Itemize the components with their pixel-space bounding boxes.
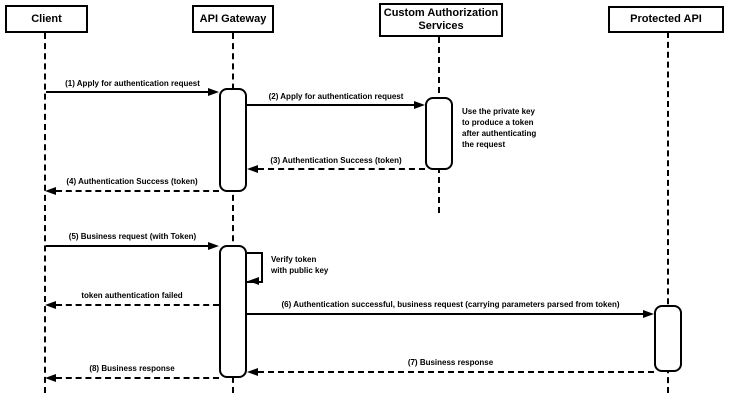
activation-api-gateway-business [219,245,247,378]
message-label: (1) Apply for authentication request [65,79,200,88]
participant-label: Protected API [630,13,702,25]
message-line [56,377,219,379]
lifeline-protected-api [667,32,669,393]
arrowhead-left-icon [247,165,258,173]
activation-api-gateway-auth [219,88,247,192]
message-label: (7) Business response [407,358,494,367]
arrowhead-left-icon [248,277,259,285]
message-label: (2) Apply for authentication request [268,92,404,101]
arrowhead-right-icon [643,310,654,318]
self-message-label: Verify token with public key [271,255,329,275]
participant-custom-authorization-services: Custom Authorization Services [379,3,503,37]
message-label: (6) Authentication successful, business … [281,300,620,309]
message-line [258,168,425,170]
participant-label: API Gateway [199,12,267,25]
message-line [56,190,219,192]
message-label: (3) Authentication Success (token) [270,156,402,165]
message-line [46,245,210,247]
message-label: (8) Business response [89,364,175,373]
arrowhead-right-icon [414,101,425,109]
arrowhead-left-icon [45,374,56,382]
arrowhead-left-icon [45,301,56,309]
message-line [247,104,415,106]
message-label: token authentication failed [81,291,183,300]
message-line [258,371,654,373]
arrowhead-right-icon [208,242,219,250]
message-label: (4) Authentication Success (token) [66,177,198,186]
participant-label: Client [31,12,62,25]
participant-label: Custom Authorization Services [383,7,499,32]
message-line [247,313,643,315]
arrowhead-right-icon [208,88,219,96]
arrowhead-left-icon [45,187,56,195]
participant-client: Client [5,5,88,33]
lifeline-client [44,33,46,393]
participant-api-gateway: API Gateway [192,5,274,33]
activation-custom-auth-services [425,97,453,170]
participant-protected-api: Protected API [608,6,724,33]
message-line [46,91,210,93]
message-line [56,304,219,306]
message-label: (5) Business request (with Token) [68,232,197,241]
lifeline-api-gateway [232,33,234,393]
note-private-key: Use the private key to produce a token a… [462,107,537,149]
activation-protected-api [654,305,682,372]
arrowhead-left-icon [247,368,258,376]
